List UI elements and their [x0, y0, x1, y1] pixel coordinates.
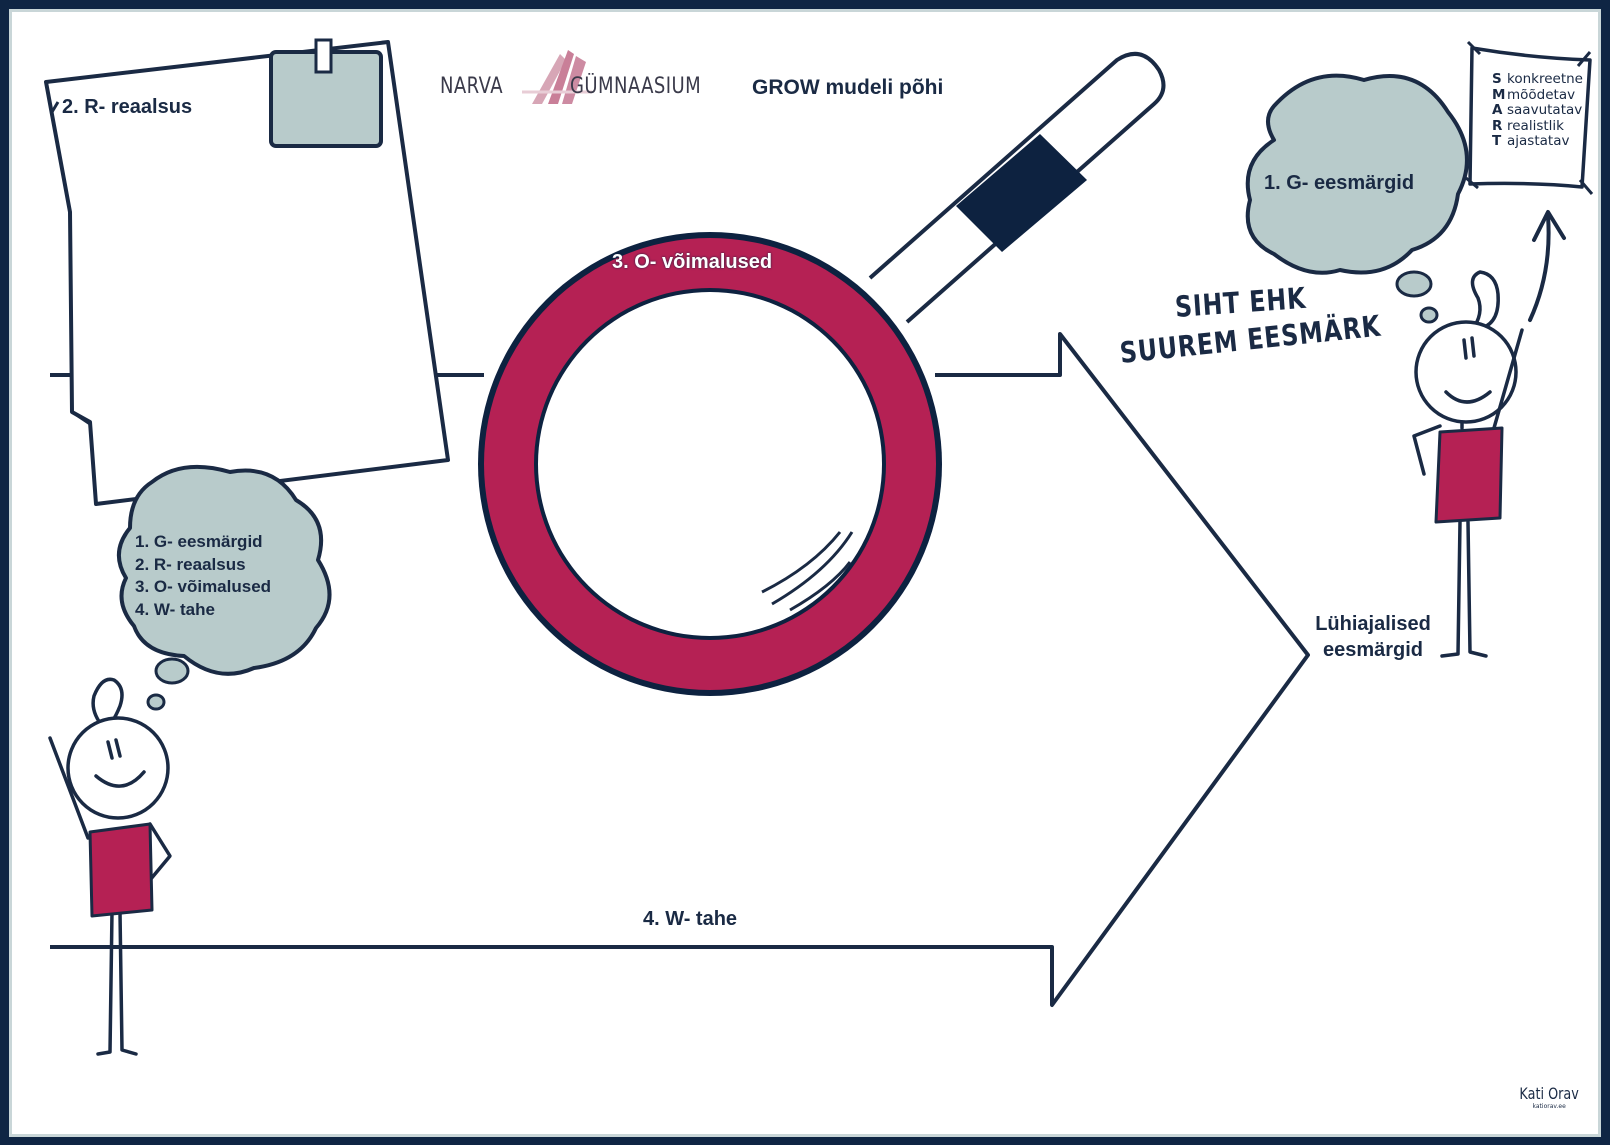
reality-label: 2. R- reaalsus — [62, 96, 193, 118]
paper-clip-icon — [314, 38, 333, 74]
grow-model-canvas: NARVA GÜMNAASIUM GROW mudeli põhi 2. R- … — [9, 9, 1601, 1137]
smart-scroll — [1468, 46, 1592, 189]
goal-label: 1. G- eesmärgid — [1264, 172, 1415, 194]
list-thought-cloud — [117, 464, 332, 711]
goal-thought-cloud — [1245, 73, 1469, 324]
logo-gumnaasium-text: GÜMNAASIUM — [570, 74, 702, 99]
page-title: GROW mudeli põhi — [752, 76, 944, 99]
left-stick-figure — [48, 677, 172, 1056]
short-goals-label: Lühiajalised eesmärgid — [1315, 613, 1431, 661]
thought-list: 1. G- eesmärgid 2. R- reaalsus 3. O- või… — [135, 531, 271, 621]
thought-list-item: 4. W- tahe — [135, 599, 215, 619]
up-arrow-icon — [1528, 210, 1566, 322]
magnifier — [478, 51, 1166, 696]
right-figure-shirt — [1434, 426, 1504, 524]
will-label: 4. W- tahe — [643, 908, 738, 930]
right-stick-figure — [1412, 270, 1524, 658]
thought-list-item: 2. R- reaalsus — [135, 554, 246, 574]
thought-list-item: 1. G- eesmärgid — [135, 532, 263, 551]
thought-list-item: 3. O- võimalused — [135, 577, 272, 596]
credit-name: Kati Orav — [1519, 1084, 1579, 1103]
grow-diagram-art — [44, 38, 1594, 1056]
left-figure-shirt — [88, 822, 154, 918]
credit-sub: katiorav.ee — [1532, 1103, 1566, 1110]
narva-logo-icon — [522, 50, 592, 104]
credit: Kati Orav katiorav.ee — [1512, 1084, 1586, 1110]
reality-paper — [44, 38, 450, 506]
logo-narva-text: NARVA — [440, 74, 503, 99]
options-label: 3. O- võimalused — [612, 251, 773, 273]
